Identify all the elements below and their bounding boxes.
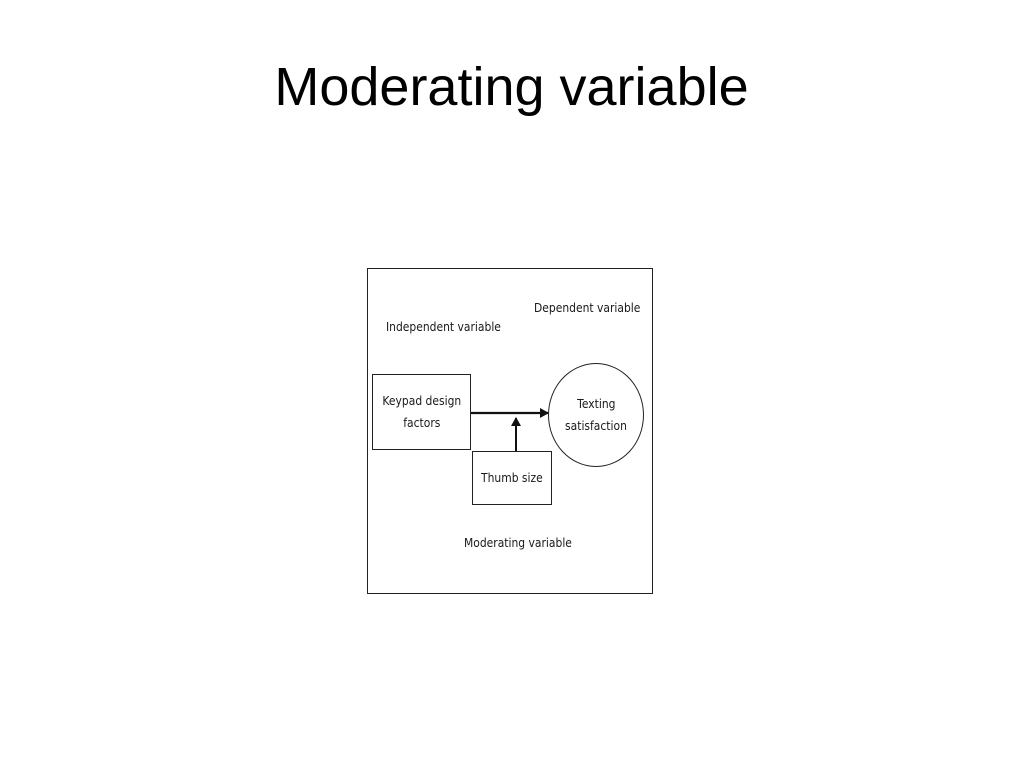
thumb-size-label: Thumb size xyxy=(481,470,543,485)
keypad-design-factors-box: Keypad design factors xyxy=(372,374,471,450)
independent-variable-label: Independent variable xyxy=(386,319,501,334)
diagram-connectors xyxy=(471,408,549,451)
texting-circle-line2: satisfaction xyxy=(565,418,627,433)
keypad-box-line1: Keypad design xyxy=(382,393,461,408)
slide-title: Moderating variable xyxy=(274,57,749,117)
keypad-box-line2: factors xyxy=(402,415,441,430)
moderating-variable-label: Moderating variable xyxy=(464,535,572,550)
texting-circle-line1: Texting xyxy=(576,396,616,411)
diagram-frame: Dependent variable Independent variable … xyxy=(367,268,653,594)
texting-satisfaction-circle: Texting satisfaction xyxy=(548,363,644,467)
thumb-size-box: Thumb size xyxy=(472,451,552,505)
dependent-variable-label: Dependent variable xyxy=(534,300,641,315)
